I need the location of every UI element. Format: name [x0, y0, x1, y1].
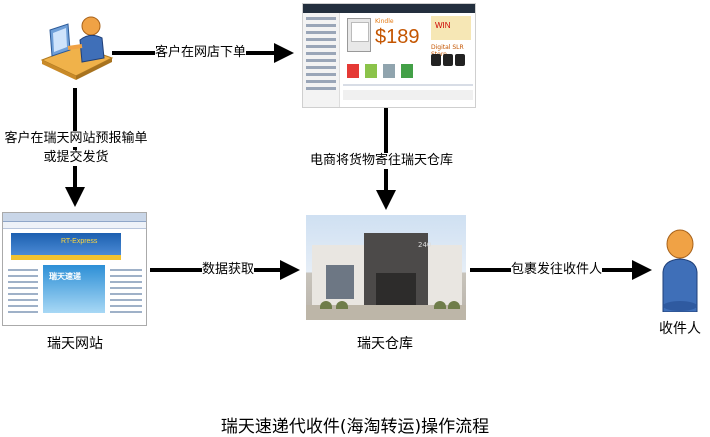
kindle-device-image: [347, 18, 371, 52]
camera-image: [443, 54, 453, 66]
browser-address-bar: [3, 222, 146, 229]
warehouse-window: [326, 265, 354, 299]
website-nav-bar: [11, 255, 121, 260]
recipient-person-icon: [662, 229, 698, 312]
warehouse-number: 240: [418, 241, 432, 249]
shop-nav-column: [303, 13, 340, 107]
shop-promo-box: WIN: [431, 16, 471, 40]
shop-product-label: Kindle: [375, 18, 394, 25]
label-customer-to-website-line2: 或提交发货: [2, 150, 150, 166]
caption-website: 瑞天网站: [47, 336, 103, 352]
online-shop-screenshot: Kindle $189 WIN Digital SLR Store: [302, 3, 476, 108]
label-customer-to-shop: 客户在网店下单: [155, 45, 247, 61]
customer-computer-icon: [40, 16, 114, 80]
camera-image: [455, 54, 465, 66]
website-brand: RT-Express: [61, 238, 98, 245]
product-thumbnail: [401, 64, 413, 78]
shrub: [320, 301, 332, 309]
shop-divider: [343, 84, 473, 86]
website-left-column: [7, 265, 39, 315]
website-right-column: [109, 265, 143, 315]
shop-header-bar: [303, 4, 475, 13]
label-shop-to-warehouse: 电商将货物寄往瑞天仓库: [310, 153, 454, 169]
caption-warehouse: 瑞天仓库: [357, 336, 413, 352]
label-warehouse-to-recipient: 包裹发往收件人: [511, 262, 603, 278]
product-thumbnail: [383, 64, 395, 78]
shrub: [448, 301, 460, 309]
label-website-to-warehouse: 数据获取: [202, 262, 255, 278]
browser-titlebar: [3, 213, 146, 222]
warehouse-photo: 240: [306, 215, 466, 320]
label-customer-to-website-line1: 客户在瑞天网站预报输单: [2, 131, 150, 147]
shop-promo-text: WIN: [435, 21, 451, 30]
shrub: [434, 301, 446, 309]
product-thumbnail: [347, 64, 359, 78]
ruitian-website-screenshot: RT-Express 瑞天速递: [2, 212, 147, 326]
shop-price: $189: [375, 26, 420, 48]
caption-recipient: 收件人: [659, 321, 701, 337]
website-hero-text: 瑞天速递: [49, 272, 81, 281]
warehouse-door: [376, 273, 416, 307]
website-hero: 瑞天速递: [43, 265, 105, 313]
product-thumbnail: [365, 64, 377, 78]
diagram-title: 瑞天速递代收件(海淘转运)操作流程: [220, 417, 490, 437]
website-banner: RT-Express: [11, 233, 121, 255]
shrub: [336, 301, 348, 309]
shop-footer-row: [343, 90, 473, 100]
camera-image: [431, 54, 441, 66]
